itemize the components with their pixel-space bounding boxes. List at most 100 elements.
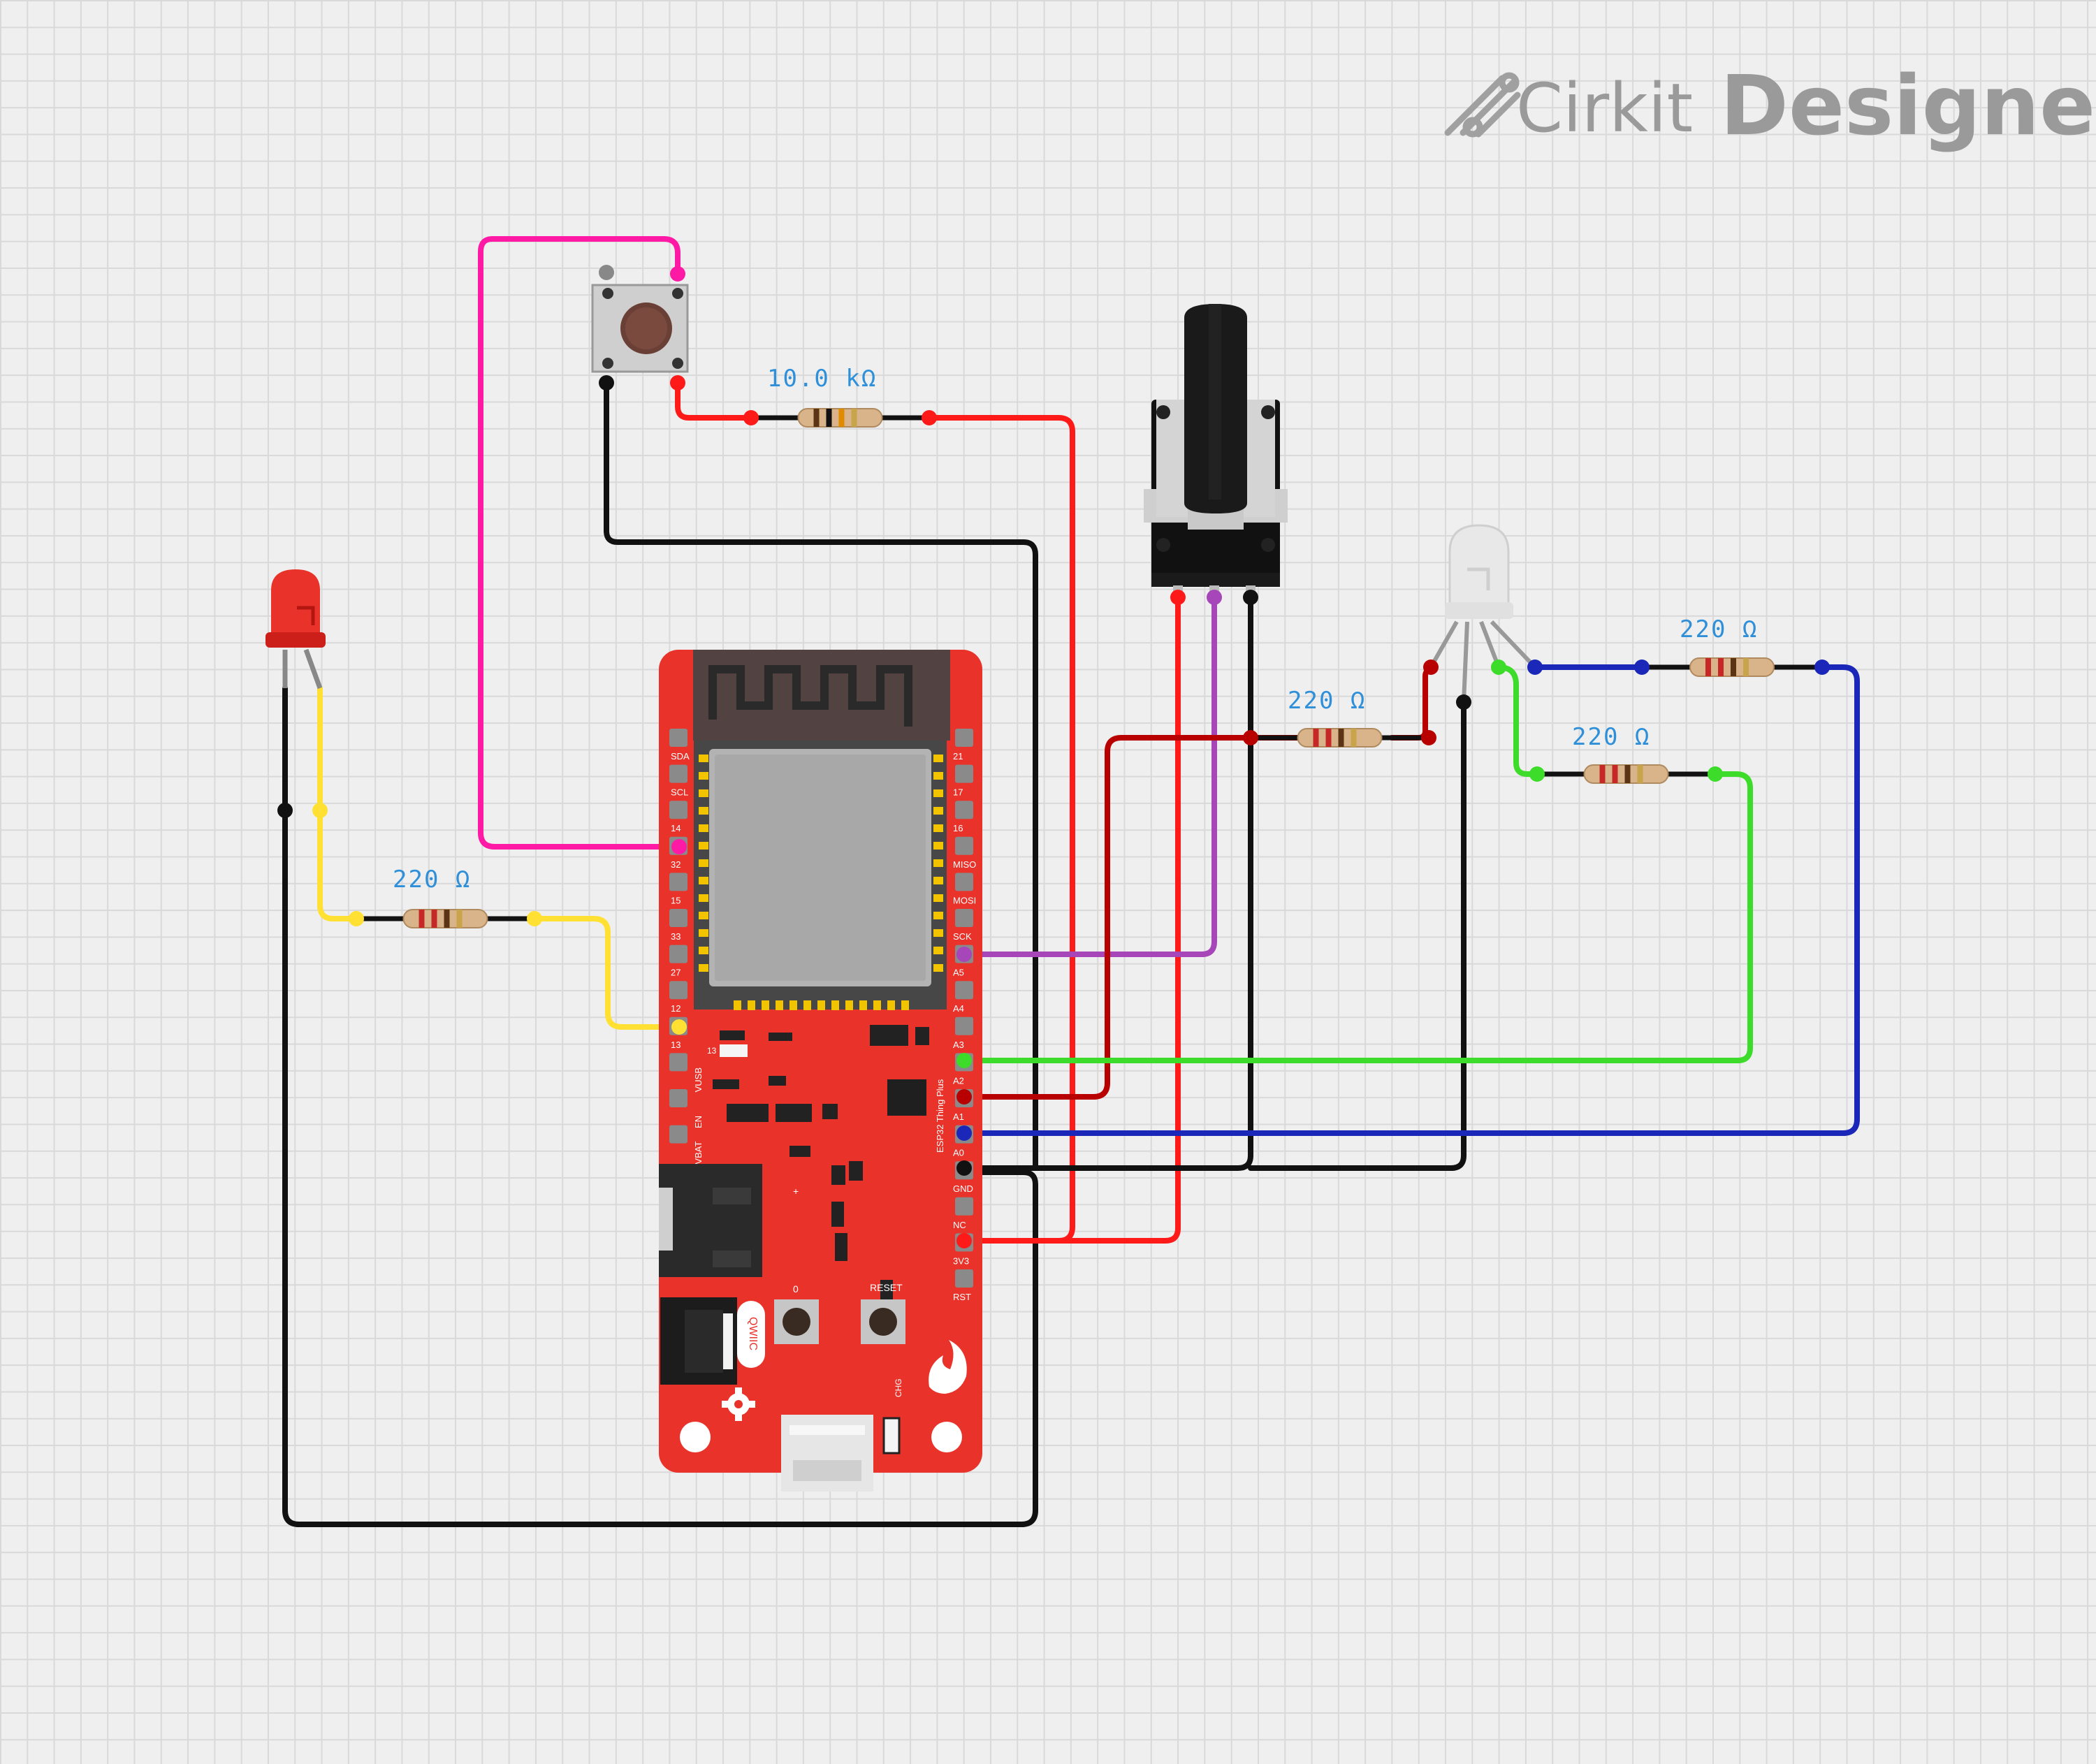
board-pin-21[interactable]: 21 bbox=[953, 729, 973, 761]
wire-red-button-res[interactable] bbox=[675, 380, 754, 421]
wire-darkred-rgb[interactable] bbox=[1389, 666, 1435, 741]
battery-plus-label: + bbox=[793, 1186, 799, 1197]
pin-label: 15 bbox=[671, 895, 681, 905]
pin-dot[interactable] bbox=[349, 911, 364, 926]
pin-dot[interactable] bbox=[956, 1125, 972, 1141]
boot-button-label: 0 bbox=[793, 1283, 799, 1295]
pin-label: SDA bbox=[671, 751, 690, 761]
board-pin-15[interactable]: 15 bbox=[669, 873, 687, 905]
resistor-rgb-green-220[interactable]: 220 Ω bbox=[1529, 723, 1723, 784]
pin-dot[interactable] bbox=[1814, 659, 1830, 675]
brand-logo: Cirkit Designer bbox=[1444, 57, 2096, 154]
pin-dot[interactable] bbox=[956, 1053, 972, 1068]
board-pin-vusb[interactable]: VUSB bbox=[669, 1053, 704, 1092]
board-pin-a4[interactable]: A4 bbox=[953, 981, 973, 1014]
board-pin-sck[interactable]: SCK bbox=[953, 909, 973, 942]
wire-blue-res-a0[interactable] bbox=[961, 664, 1860, 1136]
wire-pink[interactable] bbox=[478, 236, 682, 850]
pin-dot[interactable] bbox=[956, 1233, 972, 1248]
wire-black-button-gnd[interactable] bbox=[604, 380, 1038, 1171]
wire-black-pot-gnd[interactable] bbox=[961, 595, 1253, 1171]
pin-dot[interactable] bbox=[922, 410, 937, 425]
rgb-led[interactable] bbox=[1423, 524, 1543, 710]
pin-label: A0 bbox=[953, 1148, 964, 1158]
pin-dot[interactable] bbox=[1634, 659, 1650, 675]
pin-dot[interactable] bbox=[1421, 730, 1436, 745]
board-pin-mosi[interactable]: MOSI bbox=[953, 873, 976, 905]
pin-dot[interactable] bbox=[670, 375, 685, 391]
pin-label: A1 bbox=[953, 1111, 964, 1122]
board-pin-nc[interactable]: NC bbox=[953, 1197, 973, 1230]
potentiometer[interactable] bbox=[1144, 304, 1288, 605]
board-name-label: ESP32 Thing Plus bbox=[935, 1079, 945, 1153]
board-pin-12[interactable]: 12 bbox=[669, 981, 687, 1014]
pin-dot[interactable] bbox=[599, 375, 614, 391]
pin-dot[interactable] bbox=[1243, 590, 1258, 605]
board-pin-a3[interactable]: A3 bbox=[953, 1016, 973, 1050]
pin-dot[interactable] bbox=[1456, 694, 1471, 710]
wire-purple-pot-sck[interactable] bbox=[961, 595, 1217, 957]
resistor-rgb-blue-220[interactable]: 220 Ω bbox=[1634, 615, 1830, 677]
wire-yellow-res-gpio12[interactable] bbox=[532, 916, 682, 1030]
module-pad bbox=[734, 1000, 741, 1010]
board-pin-sda[interactable]: SDA bbox=[669, 729, 690, 761]
board-pin-rst[interactable]: RST bbox=[953, 1269, 973, 1302]
boot-button[interactable]: 0 bbox=[774, 1283, 819, 1344]
board-pin-vbat[interactable]: VBAT bbox=[669, 1125, 704, 1165]
pin-dot[interactable] bbox=[956, 947, 972, 962]
pin-dot[interactable] bbox=[743, 410, 759, 425]
pin13-led-label: 13 bbox=[707, 1046, 717, 1056]
reset-button-label: RESET bbox=[870, 1282, 903, 1293]
board-pin-16[interactable]: 16 bbox=[953, 801, 973, 833]
resistor-10k[interactable]: 10.0 kΩ bbox=[743, 365, 937, 428]
pin-dot[interactable] bbox=[1170, 590, 1186, 605]
pin-label: 13 bbox=[671, 1040, 681, 1050]
board-pin-scl[interactable]: SCL bbox=[669, 764, 688, 798]
pin-dot[interactable] bbox=[312, 803, 328, 818]
pin-label: RST bbox=[953, 1292, 971, 1302]
pin-dot[interactable] bbox=[670, 266, 685, 282]
pin-dot[interactable] bbox=[599, 265, 614, 280]
led-red[interactable] bbox=[265, 569, 328, 818]
resistor-led-220[interactable]: 220 Ω bbox=[349, 866, 542, 928]
module-pad bbox=[776, 1000, 783, 1010]
board-pin-14[interactable]: 14 bbox=[669, 801, 687, 833]
wire-yellow-led-res[interactable] bbox=[317, 685, 359, 921]
pin-dot[interactable] bbox=[956, 1160, 972, 1176]
module-pad bbox=[699, 824, 708, 832]
module-pad bbox=[933, 912, 943, 919]
sparkfun-logo-icon bbox=[929, 1340, 967, 1394]
pin-label: 32 bbox=[671, 859, 681, 870]
pin-dot[interactable] bbox=[527, 911, 542, 926]
pin-dot[interactable] bbox=[1529, 766, 1545, 782]
board-pin-miso[interactable]: MISO bbox=[953, 836, 976, 870]
pin-label: SCL bbox=[671, 787, 688, 798]
micro-usb-port[interactable] bbox=[781, 1415, 873, 1492]
module-pad bbox=[699, 912, 708, 919]
wire-green-rgb-res[interactable] bbox=[1496, 664, 1540, 777]
pin-dot[interactable] bbox=[956, 1089, 972, 1105]
pushbutton[interactable] bbox=[591, 265, 689, 391]
pin-dot[interactable] bbox=[1708, 766, 1723, 782]
pin-dot[interactable] bbox=[1207, 590, 1222, 605]
pin-dot[interactable] bbox=[671, 839, 687, 854]
board-pin-33[interactable]: 33 bbox=[669, 909, 687, 942]
pin-dot[interactable] bbox=[1527, 659, 1543, 675]
wire-red-pot-3v3[interactable] bbox=[961, 595, 1181, 1244]
reset-button[interactable]: RESET bbox=[861, 1282, 905, 1344]
board-pin-27[interactable]: 27 bbox=[669, 945, 687, 978]
pin-label: 33 bbox=[671, 931, 681, 942]
pin-dot[interactable] bbox=[1491, 659, 1506, 675]
wire-darkred-a1[interactable] bbox=[961, 735, 1304, 1100]
resistor-label: 10.0 kΩ bbox=[767, 365, 877, 393]
resistor-rgb-red-220[interactable]: 220 Ω bbox=[1243, 687, 1436, 748]
wire-black-led-gnd[interactable] bbox=[282, 685, 1038, 1527]
board-pin-17[interactable]: 17 bbox=[953, 764, 973, 798]
pin-dot[interactable] bbox=[671, 1019, 687, 1035]
wire-green-res-a3[interactable] bbox=[961, 771, 1753, 1063]
wire-black-rgb-gnd[interactable] bbox=[1248, 699, 1467, 1171]
pin-dot[interactable] bbox=[1423, 659, 1439, 675]
board-pin-en[interactable]: EN bbox=[669, 1089, 704, 1128]
